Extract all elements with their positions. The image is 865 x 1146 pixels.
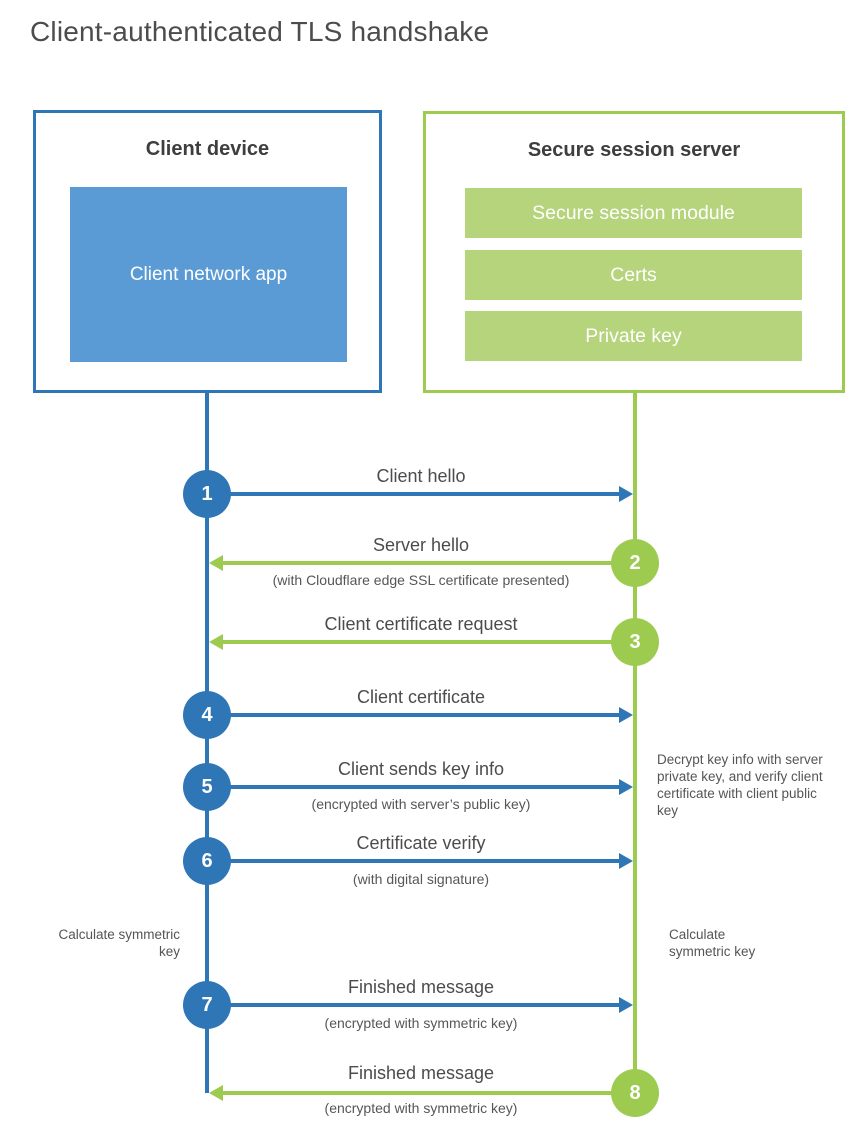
client-network-app-box: Client network app bbox=[70, 187, 347, 362]
server-module-bar: Secure session module bbox=[465, 188, 802, 238]
label-step-7: Finished message bbox=[347, 977, 495, 997]
label-step-3: Client certificate request bbox=[324, 614, 518, 634]
arrow-certificate-verify bbox=[229, 853, 633, 869]
sub-step-6: (with digital signature) bbox=[352, 871, 490, 887]
server-lifeline bbox=[633, 393, 637, 1093]
step-circle-1: 1 bbox=[183, 470, 231, 518]
label-step-8: Finished message bbox=[347, 1063, 495, 1083]
step-circle-2: 2 bbox=[611, 539, 659, 587]
arrow-client-hello bbox=[229, 486, 633, 502]
client-network-app-label: Client network app bbox=[129, 263, 288, 285]
step-circle-8: 8 bbox=[611, 1069, 659, 1117]
step-circle-3: 3 bbox=[611, 618, 659, 666]
sub-step-7: (encrypted with symmetric key) bbox=[324, 1015, 518, 1031]
sub-step-2: (with Cloudflare edge SSL certificate pr… bbox=[272, 572, 570, 588]
step-circle-6: 6 bbox=[183, 837, 231, 885]
label-step-6: Certificate verify bbox=[356, 833, 486, 853]
arrow-client-certificate bbox=[229, 707, 633, 723]
label-step-2: Server hello bbox=[372, 535, 470, 555]
label-step-1: Client hello bbox=[376, 466, 466, 486]
server-calculate-symmetric-key-note: Calculate symmetric key bbox=[669, 927, 756, 959]
client-lifeline bbox=[205, 393, 209, 1093]
arrow-finished-message-server bbox=[209, 1085, 612, 1101]
arrow-client-sends-key-info bbox=[229, 779, 633, 795]
arrow-client-certificate-request bbox=[209, 634, 612, 650]
arrow-finished-message-client bbox=[229, 997, 633, 1013]
secure-session-server-box: Secure session server Secure session mod… bbox=[423, 111, 845, 393]
sub-step-5: (encrypted with server’s public key) bbox=[311, 796, 531, 812]
step-circle-7: 7 bbox=[183, 981, 231, 1029]
server-module-bar: Certs bbox=[465, 250, 802, 300]
secure-session-server-title: Secure session server bbox=[527, 139, 741, 161]
client-device-box: Client device Client network app bbox=[33, 110, 382, 393]
step-circle-5: 5 bbox=[183, 763, 231, 811]
label-step-4: Client certificate bbox=[356, 687, 486, 707]
page-title: Client-authenticated TLS handshake bbox=[30, 16, 490, 47]
sub-step-8: (encrypted with symmetric key) bbox=[324, 1100, 518, 1116]
step-circle-4: 4 bbox=[183, 691, 231, 739]
label-step-5: Client sends key info bbox=[337, 759, 505, 779]
server-module-bar: Private key bbox=[465, 311, 802, 361]
client-calculate-symmetric-key-note: Calculate symmetric key bbox=[58, 927, 180, 959]
arrow-server-hello bbox=[209, 555, 612, 571]
server-decrypt-note: Decrypt key info with server private key… bbox=[657, 752, 823, 818]
client-device-title: Client device bbox=[145, 138, 270, 160]
